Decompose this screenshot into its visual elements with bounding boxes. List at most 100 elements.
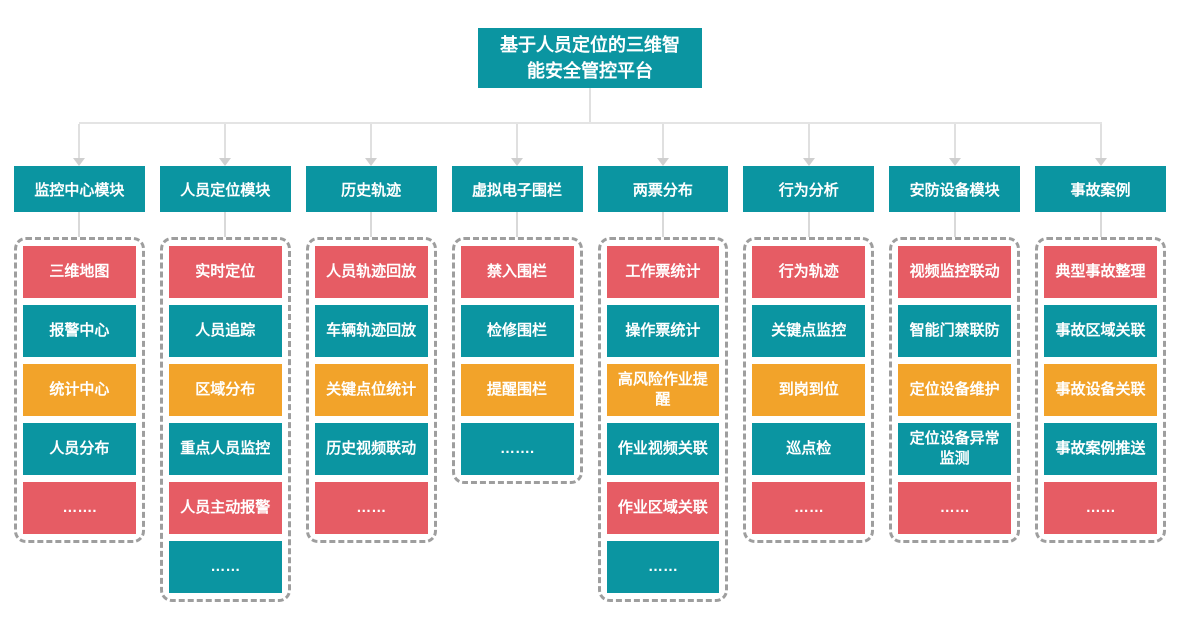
feature-item: 区域分布 [168, 364, 282, 416]
feature-item: 事故区域关联 [1044, 305, 1157, 357]
panel-accident-cases: 典型事故整理 事故区域关联 事故设备关联 事故案例推送 …… [1035, 237, 1166, 543]
feature-item: 关键点位统计 [314, 364, 428, 416]
feature-item: ……. [460, 423, 574, 475]
panel-monitoring-center: 三维地图 报警中心 统计中心 人员分布 ……. [14, 237, 145, 543]
feature-item: 关键点监控 [752, 305, 866, 357]
connector-stub [78, 212, 81, 237]
connector-stub [1099, 212, 1102, 237]
connector-drop [743, 124, 874, 166]
feature-item: 三维地图 [23, 246, 136, 298]
feature-item: …… [606, 541, 720, 593]
feature-item: …… [898, 482, 1012, 534]
panel-personnel-positioning: 实时定位 人员追踪 区域分布 重点人员监控 人员主动报警 …… [159, 237, 291, 602]
arrow-down-icon [73, 158, 86, 166]
connector-drop [306, 124, 437, 166]
connector-line [1099, 124, 1102, 158]
feature-item: 车辆轨迹回放 [314, 305, 428, 357]
connector-line [661, 124, 664, 158]
feature-item: 工作票统计 [606, 246, 720, 298]
header-history-track: 历史轨迹 [305, 166, 437, 212]
column-history-track: 历史轨迹 人员轨迹回放 车辆轨迹回放 关键点位统计 历史视频联动 …… [305, 124, 437, 602]
panel-two-tickets: 工作票统计 操作票统计 高风险作业提醒 作业视频关联 作业区域关联 …… [597, 237, 729, 602]
feature-item: 人员轨迹回放 [314, 246, 428, 298]
feature-item: 报警中心 [23, 305, 136, 357]
column-behavior-analysis: 行为分析 行为轨迹 关键点监控 到岗到位 巡点检 …… [743, 124, 875, 602]
column-accident-cases: 事故案例 典型事故整理 事故区域关联 事故设备关联 事故案例推送 …… [1035, 124, 1166, 602]
arrow-down-icon [656, 158, 669, 166]
feature-item: …… [752, 482, 866, 534]
header-virtual-fence: 虚拟电子围栏 [451, 166, 583, 212]
feature-item: 操作票统计 [606, 305, 720, 357]
connector-line [370, 124, 373, 158]
feature-item: 定位设备维护 [898, 364, 1012, 416]
connector-stub [370, 212, 373, 237]
feature-item: 人员主动报警 [168, 482, 282, 534]
arrow-down-icon [1094, 158, 1107, 166]
connector-line [224, 124, 227, 158]
connector-drop [889, 124, 1020, 166]
connector-stub [661, 212, 664, 237]
feature-item: 作业区域关联 [606, 482, 720, 534]
feature-item: 历史视频联动 [314, 423, 428, 475]
header-security-equipment: 安防设备模块 [889, 166, 1021, 212]
feature-item: 智能门禁联防 [898, 305, 1012, 357]
connector-line [953, 124, 956, 158]
feature-item: 视频监控联动 [898, 246, 1012, 298]
feature-item: 行为轨迹 [752, 246, 866, 298]
panel-security-equipment: 视频监控联动 智能门禁联防 定位设备维护 定位设备异常监测 …… [889, 237, 1021, 543]
column-virtual-fence: 虚拟电子围栏 禁入围栏 检修围栏 提醒围栏 ……. [451, 124, 583, 602]
feature-item: 作业视频关联 [606, 423, 720, 475]
connector-line [807, 124, 810, 158]
root-node-title: 基于人员定位的三维智能安全管控平台 [478, 28, 702, 88]
connector-bus-line [79, 122, 1102, 124]
connector-stub [807, 212, 810, 237]
feature-item: …… [168, 541, 282, 593]
arrow-down-icon [365, 158, 378, 166]
connector-drop [160, 124, 291, 166]
feature-item: 人员追踪 [168, 305, 282, 357]
panel-virtual-fence: 禁入围栏 检修围栏 提醒围栏 ……. [451, 237, 583, 484]
connector-stub [953, 212, 956, 237]
column-security-equipment: 安防设备模块 视频监控联动 智能门禁联防 定位设备维护 定位设备异常监测 …… [889, 124, 1021, 602]
arrow-down-icon [219, 158, 232, 166]
feature-item: 统计中心 [23, 364, 136, 416]
feature-item: 事故设备关联 [1044, 364, 1157, 416]
connector-stub [224, 212, 227, 237]
panel-history-track: 人员轨迹回放 车辆轨迹回放 关键点位统计 历史视频联动 …… [305, 237, 437, 543]
feature-item: 重点人员监控 [168, 423, 282, 475]
feature-item: ……. [23, 482, 136, 534]
connector-stub [516, 212, 519, 237]
arrow-down-icon [948, 158, 961, 166]
header-behavior-analysis: 行为分析 [743, 166, 875, 212]
connector-drop [1035, 124, 1166, 166]
feature-item: 人员分布 [23, 423, 136, 475]
feature-item: 检修围栏 [460, 305, 574, 357]
feature-item: …… [1044, 482, 1157, 534]
column-two-tickets: 两票分布 工作票统计 操作票统计 高风险作业提醒 作业视频关联 作业区域关联 …… [597, 124, 729, 602]
column-personnel-positioning: 人员定位模块 实时定位 人员追踪 区域分布 重点人员监控 人员主动报警 …… [159, 124, 291, 602]
feature-item: 事故案例推送 [1044, 423, 1157, 475]
feature-item: 到岗到位 [752, 364, 866, 416]
arrow-down-icon [802, 158, 815, 166]
panel-behavior-analysis: 行为轨迹 关键点监控 到岗到位 巡点检 …… [743, 237, 875, 543]
feature-item: 巡点检 [752, 423, 866, 475]
feature-item: 定位设备异常监测 [898, 423, 1012, 475]
arrow-down-icon [511, 158, 524, 166]
feature-item: 实时定位 [168, 246, 282, 298]
feature-item: 提醒围栏 [460, 364, 574, 416]
connector-line [516, 124, 519, 158]
connector-drop [14, 124, 145, 166]
feature-item: 典型事故整理 [1044, 246, 1157, 298]
connector-drop [598, 124, 729, 166]
feature-item: …… [314, 482, 428, 534]
column-monitoring-center: 监控中心模块 三维地图 报警中心 统计中心 人员分布 ……. [14, 124, 145, 602]
feature-item: 高风险作业提醒 [606, 364, 720, 416]
feature-item: 禁入围栏 [460, 246, 574, 298]
header-two-tickets: 两票分布 [597, 166, 729, 212]
module-columns: 监控中心模块 三维地图 报警中心 统计中心 人员分布 ……. 人员定位模块 实时… [14, 124, 1166, 602]
header-accident-cases: 事故案例 [1035, 166, 1166, 212]
header-personnel-positioning: 人员定位模块 [159, 166, 291, 212]
root-connector-line [589, 88, 591, 123]
header-monitoring-center: 监控中心模块 [14, 166, 145, 212]
